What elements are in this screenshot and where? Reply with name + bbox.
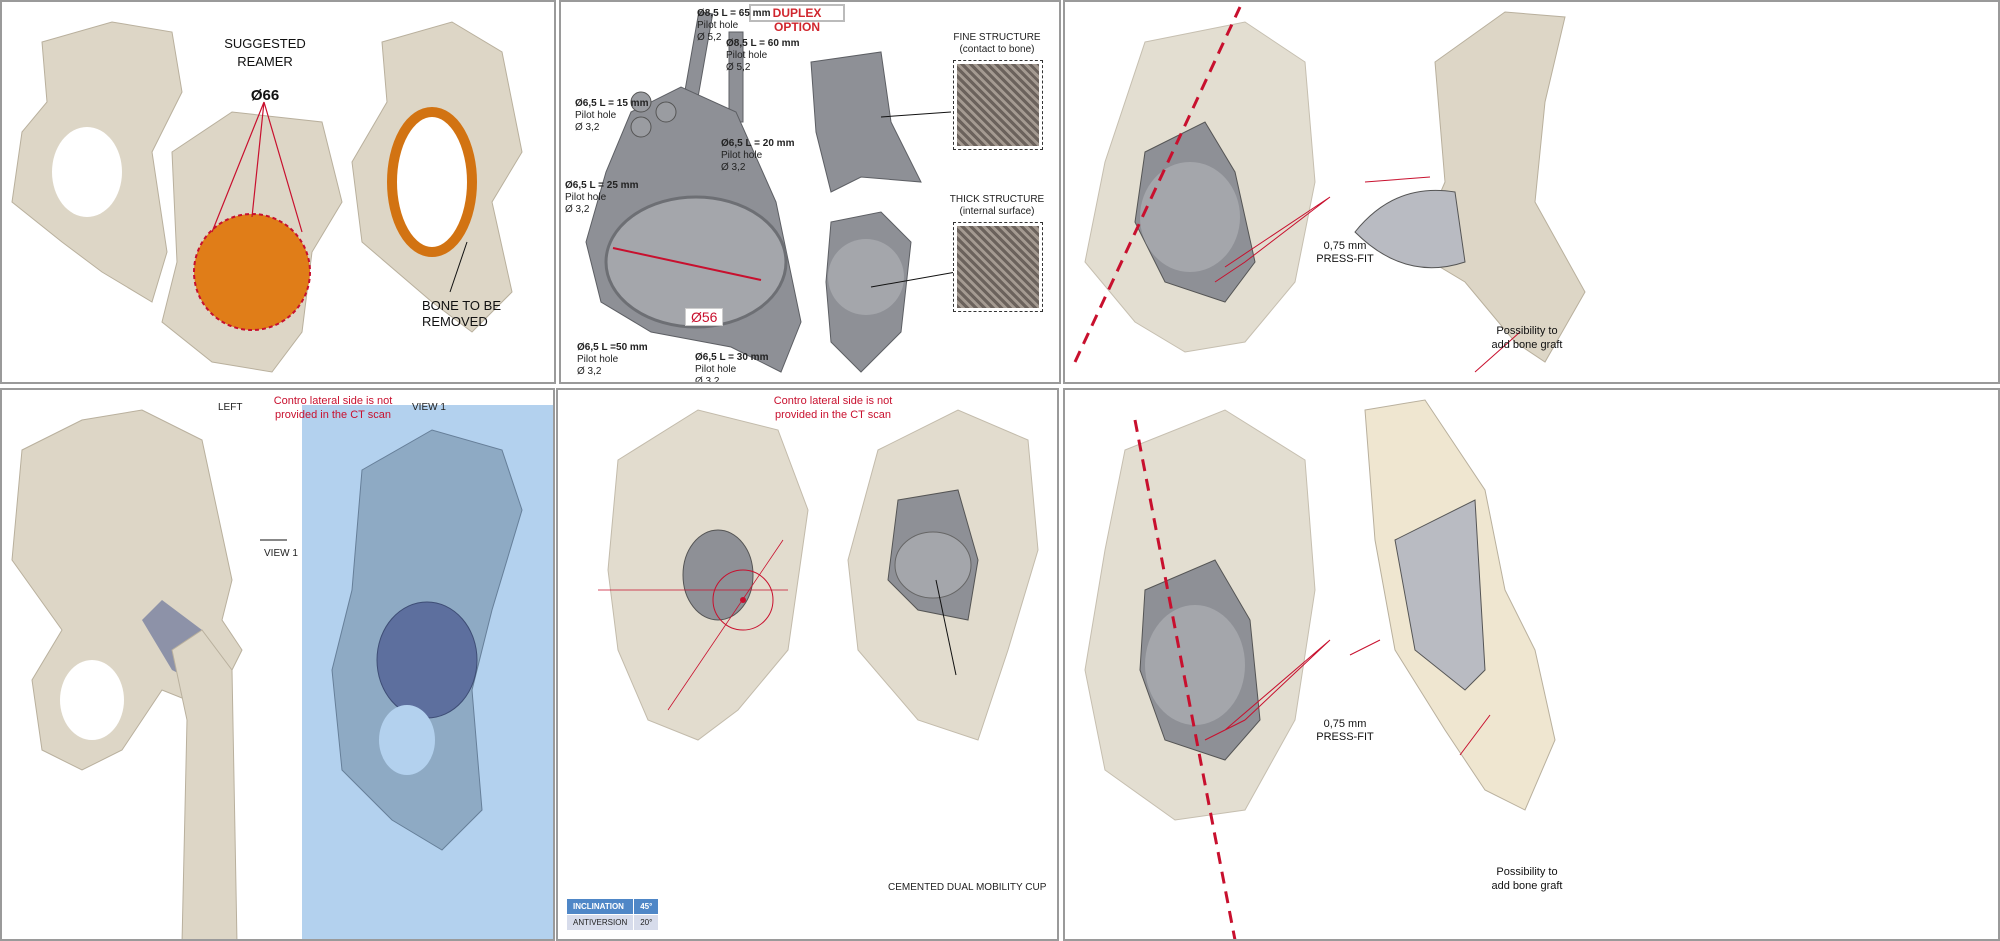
- panel-reamer: SUGGESTED REAMER Ø66 BONE TO BE REMOVED: [0, 0, 556, 384]
- cup-diameter-label: Ø56: [685, 308, 724, 326]
- reamer-label: REAMER: [237, 54, 293, 69]
- ct-models: [11, 409, 523, 939]
- thick-structure-label: THICK STRUCTURE(internal surface): [949, 194, 1045, 217]
- orientation-models: [598, 409, 1039, 741]
- bone-removed-label-2: REMOVED: [422, 314, 488, 329]
- duplex-option-badge: DUPLEX OPTION: [749, 4, 845, 34]
- fine-structure-label: FINE STRUCTURE(contact to bone): [953, 32, 1041, 55]
- pelvis-models: [11, 21, 523, 373]
- fine-structure-image: [953, 60, 1043, 150]
- suggested-label: SUGGESTED: [224, 36, 306, 51]
- inclination-value: 45°: [633, 898, 660, 915]
- implant-models: [585, 10, 957, 373]
- pressfit-models: [1073, 6, 1586, 373]
- antiversion-value: 20°: [633, 914, 660, 931]
- thick-structure-image: [953, 222, 1043, 312]
- antiversion-label: ANTIVERSION: [565, 914, 635, 931]
- pressfit-models: [1084, 399, 1556, 939]
- left-label: LEFT: [218, 402, 243, 413]
- bone-removed-label-1: BONE TO BE: [422, 298, 501, 313]
- reamer-diameter: Ø66: [250, 87, 280, 104]
- view-1-arrow-label: VIEW 1: [264, 548, 298, 559]
- view-1-title: VIEW 1: [412, 402, 446, 413]
- reamer-sphere: [193, 213, 311, 331]
- cemented-cup-label: CEMENTED DUAL MOBILITY CUP: [888, 882, 1047, 893]
- inclination-label: INCLINATION: [565, 898, 635, 915]
